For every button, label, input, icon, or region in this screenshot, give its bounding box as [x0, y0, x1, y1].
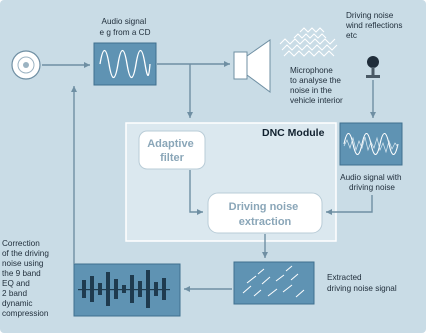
adaptive-filter-label: Adaptive filter [147, 138, 197, 164]
extraction-node [207, 192, 323, 234]
microphone-icon [366, 56, 380, 78]
connectors [42, 61, 376, 292]
extracted-signal-box [233, 261, 315, 305]
extracted-label: Extracted driving noise signal [327, 273, 397, 293]
driving-noise-label: Driving noise wind reflections etc [345, 11, 405, 40]
cd-disc-icon [11, 50, 41, 80]
loudspeaker-icon [233, 39, 271, 93]
microphone-label: Microphone to analyse the noise in the v… [290, 66, 343, 105]
extraction-label: Driving noise extraction [229, 201, 302, 228]
arrow-noisy-to-extraction [326, 195, 373, 215]
audio-signal-label: Audio signal e g from a CD [100, 17, 151, 37]
correction-label: Correction of the driving noise using th… [2, 239, 51, 318]
audio-with-noise-label: Audio signal with driving noise [340, 173, 404, 192]
noise-overlay-icon [343, 136, 399, 154]
eq-bars-icon [78, 270, 170, 308]
noisy-wave-icon [343, 132, 399, 156]
extracted-noise-icon [242, 265, 305, 298]
dnc-module-label: DNC Module [262, 127, 325, 139]
arrow-filter-to-extraction [189, 170, 203, 215]
noise-waves-icon [279, 27, 338, 57]
adaptive-filter-node [138, 130, 206, 170]
sine-wave-icon [99, 49, 151, 79]
audio-signal-box [93, 42, 157, 86]
